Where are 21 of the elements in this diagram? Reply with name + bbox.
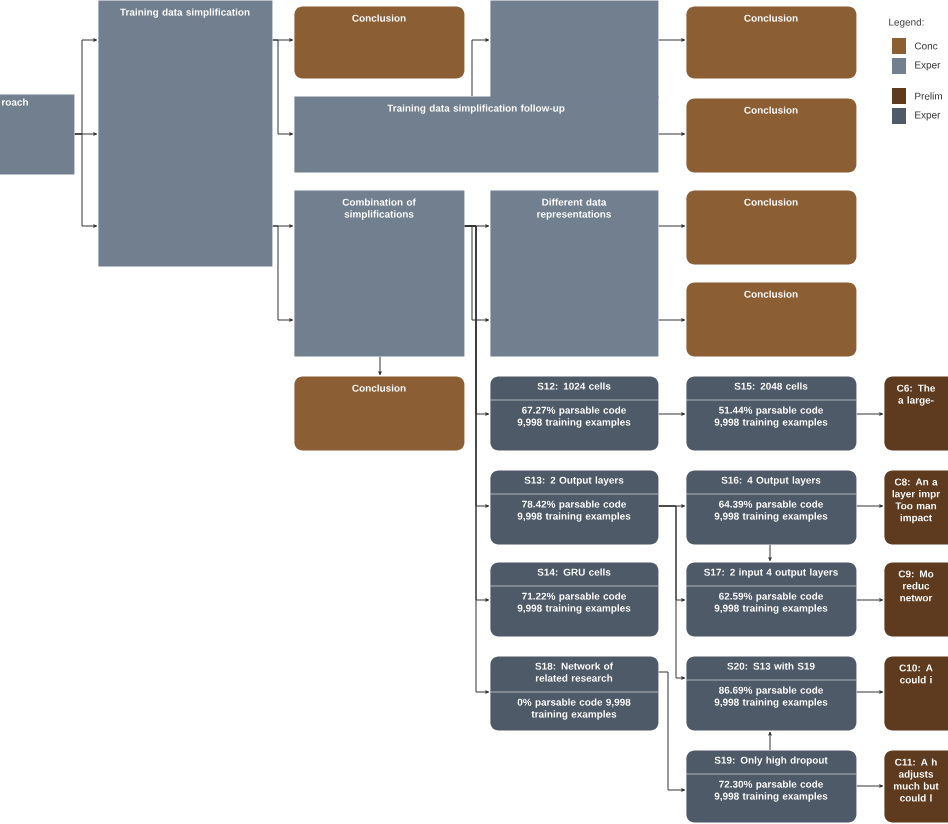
arrow <box>471 38 490 97</box>
arrow <box>658 412 686 416</box>
arrow <box>658 505 686 680</box>
arrow <box>272 225 294 322</box>
arrow <box>856 690 884 694</box>
arrow <box>658 318 686 322</box>
arrow <box>658 224 686 228</box>
arrow <box>768 544 772 562</box>
arrow <box>856 504 884 508</box>
arrow <box>378 356 382 376</box>
arrow <box>464 225 490 694</box>
arrow <box>74 133 98 228</box>
arrow <box>658 38 686 42</box>
arrow <box>658 132 686 136</box>
arrow <box>856 598 884 602</box>
empty-box <box>490 0 659 99</box>
arrow <box>658 671 686 792</box>
arrow <box>856 412 884 416</box>
arrow <box>856 784 884 788</box>
arrow <box>272 39 294 136</box>
arrow <box>768 731 772 751</box>
